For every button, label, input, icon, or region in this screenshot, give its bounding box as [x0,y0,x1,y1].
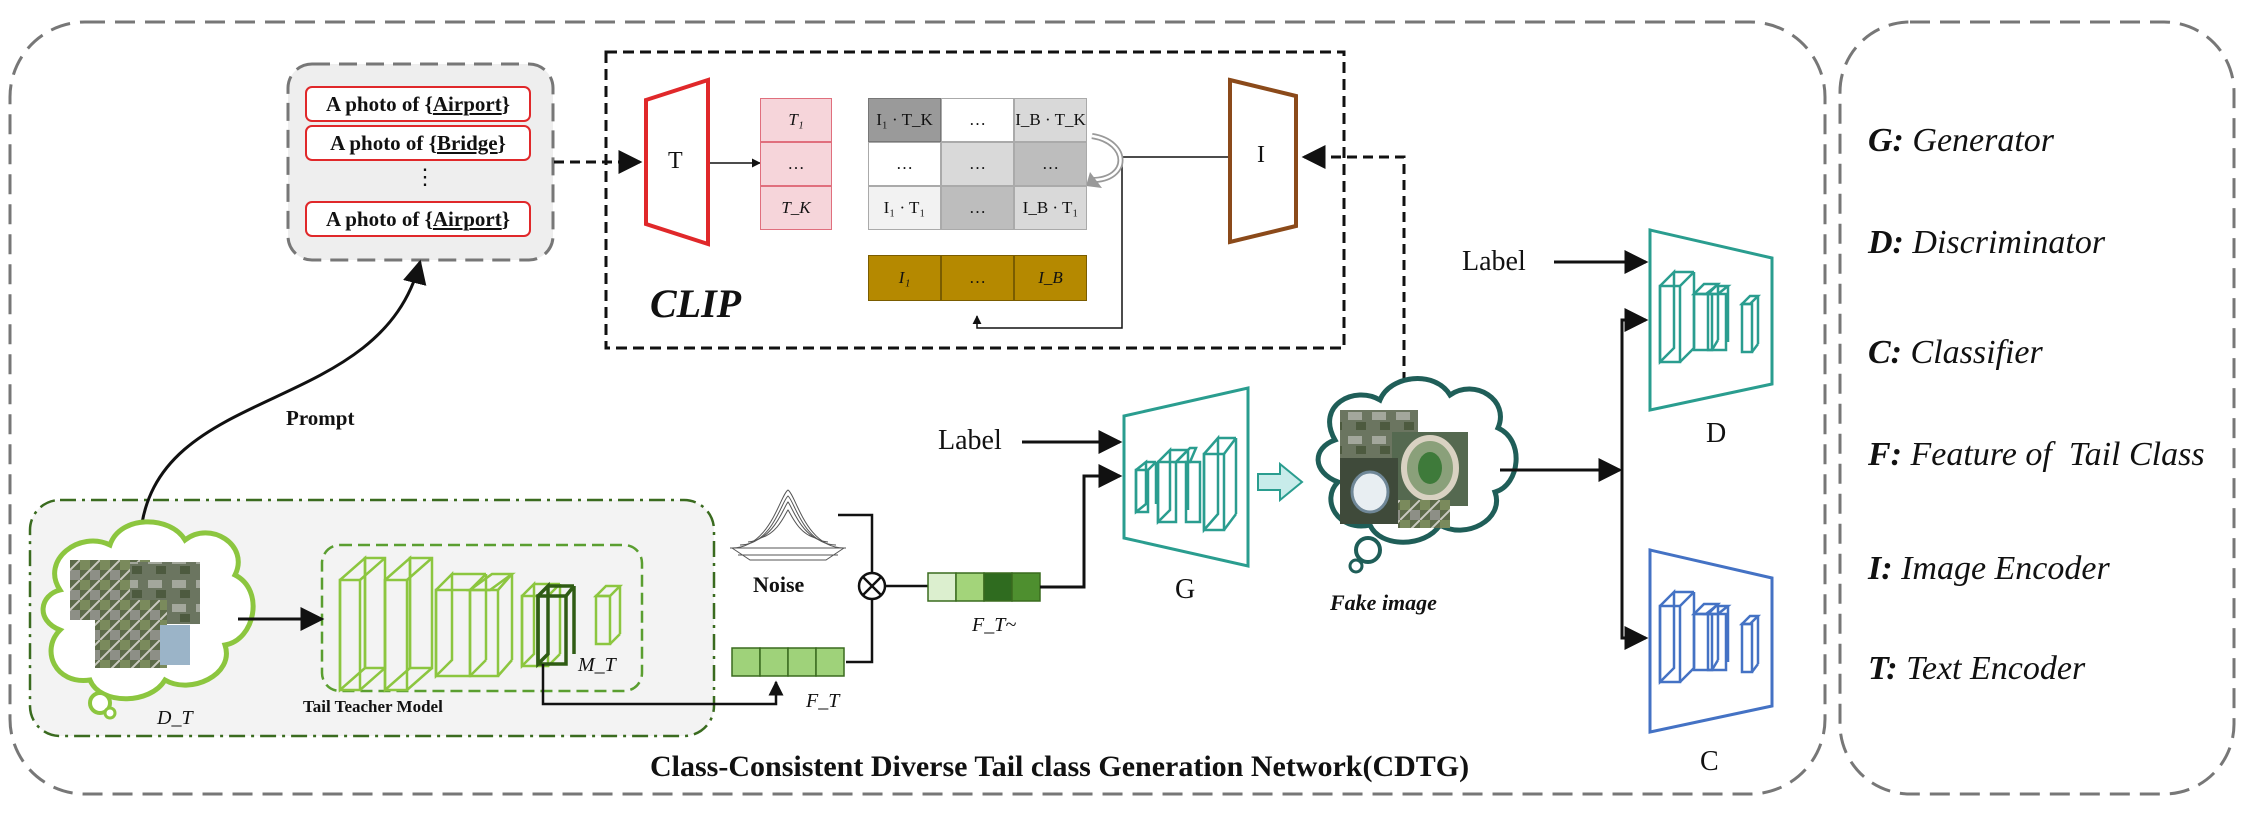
classifier-label: C [1700,746,1719,777]
label-to-d: Label [1462,246,1526,277]
prompt-prefix: A photo of [326,206,420,231]
dt-cloud [40,519,256,720]
image-encoder-label: I [1257,142,1265,168]
image-feat-3: I_B [1014,255,1087,301]
image-encoder-shape [1228,77,1298,245]
discriminator-label: D [1706,418,1727,449]
arrow-branch-to-d [1620,308,1649,470]
arrow-noise-to-mult [838,513,874,574]
ft-tilde-bar [927,572,1041,602]
prompt-class: Airport [432,91,502,116]
classifier-layers [1658,588,1762,686]
prompt-brace-open: { [424,91,433,116]
arrow-g-to-fake [1257,461,1304,503]
matrix-cell-1-2: … [1014,142,1087,186]
legend-key: T: [1868,650,1898,687]
arrow-branch-to-c [1620,470,1649,650]
legend-key: C: [1868,334,1902,371]
arrow-ft-to-mult [846,598,874,664]
mt-label: M_T [578,654,616,676]
legend-key: I: [1868,550,1893,587]
arrow-dt-to-prompt [138,259,427,541]
tail-teacher-label: Tail Teacher Model [303,697,443,716]
prompt-brace-open: { [424,206,433,231]
legend-item-i: I: Image Encoder [1868,550,2110,588]
arrow-i-to-features [972,156,1228,329]
prompt-brace-close: } [501,91,510,116]
prompt-class: Bridge [436,130,498,155]
matrix-cell-1-1: … [941,142,1014,186]
legend-item-c: C: Classifier [1868,334,2043,372]
generator-label: G [1175,574,1196,605]
matrix-cell-0-1: … [941,98,1014,142]
prompt-class: Airport [432,206,502,231]
generator-layers [1134,434,1238,534]
matrix-cell-1-0: … [868,142,941,186]
legend-desc: Discriminator [1912,224,2106,261]
legend-desc: Text Encoder [1906,650,2086,687]
prompt-prefix: A photo of [326,91,420,116]
prompt-box-2: A photo of {Bridge} [305,125,531,161]
prompt-brace-close: } [501,206,510,231]
legend-key: D: [1868,224,1904,261]
matrix-cell-2-2: I_B · T₁ [1014,186,1087,230]
ft-label: F_T [806,690,840,712]
clip-frame [604,50,1346,350]
prompt-brace-close: } [497,130,506,155]
dt-label: D_T [157,707,193,729]
matrix-cell-2-0: I₁ · T₁ [868,186,941,230]
legend-desc: Feature of Tail Class [1910,436,2205,473]
fake-image-cloud [1315,376,1519,574]
teacher-feature-layer [536,581,576,669]
matrix-cell-0-0: I₁ · T_K [868,98,941,142]
legend-desc: Image Encoder [1901,550,2110,587]
legend-key: F: [1868,436,1902,473]
discriminator-layers [1658,268,1762,366]
legend-item-d: D: Discriminator [1868,224,2105,262]
arrow-fake-to-i [1301,145,1406,398]
image-feat-2: … [941,255,1014,301]
legend-desc: Generator [1912,122,2055,159]
matrix-cell-0-2: I_B · T_K [1014,98,1087,142]
text-encoder-label: T [668,148,683,174]
text-feat-1: T₁ [760,98,832,142]
prompt-prefix: A photo of [330,130,424,155]
fake-image-label: Fake image [1330,590,1437,615]
arrow-ftt-to-g [1040,464,1123,589]
prompt-box-3: A photo of {Airport} [305,201,531,237]
legend-frame [1838,20,2236,796]
prompt-box-1: A photo of {Airport} [305,86,531,122]
prompt-brace-open: { [428,130,437,155]
prompt-label: Prompt [286,406,355,430]
network-caption: Class-Consistent Diverse Tail class Gene… [650,750,1470,783]
multiply-node [857,571,887,601]
arrow-mt-to-ft [541,664,784,706]
ft-tilde-label: F_T~ [972,614,1017,636]
legend-item-f: F: Feature of Tail Class [1868,436,2205,474]
clip-title: CLIP [650,281,742,326]
ft-bar [731,647,845,677]
noise-label: Noise [753,572,805,597]
legend-desc: Classifier [1910,334,2043,371]
image-feat-1: I₁ [868,255,941,301]
similarity-curve [1091,133,1124,183]
label-to-g: Label [938,425,1002,456]
text-feat-2: … [760,142,832,186]
legend-key: G: [1868,122,1904,159]
prompt-ellipsis: ⋮ [414,164,436,189]
legend-item-t: T: Text Encoder [1868,650,2085,688]
matrix-cell-2-1: … [941,186,1014,230]
text-encoder-shape [644,77,710,247]
text-feat-3: T_K [760,186,832,230]
legend-item-g: G: Generator [1868,122,2054,160]
noise-surface [730,489,846,561]
